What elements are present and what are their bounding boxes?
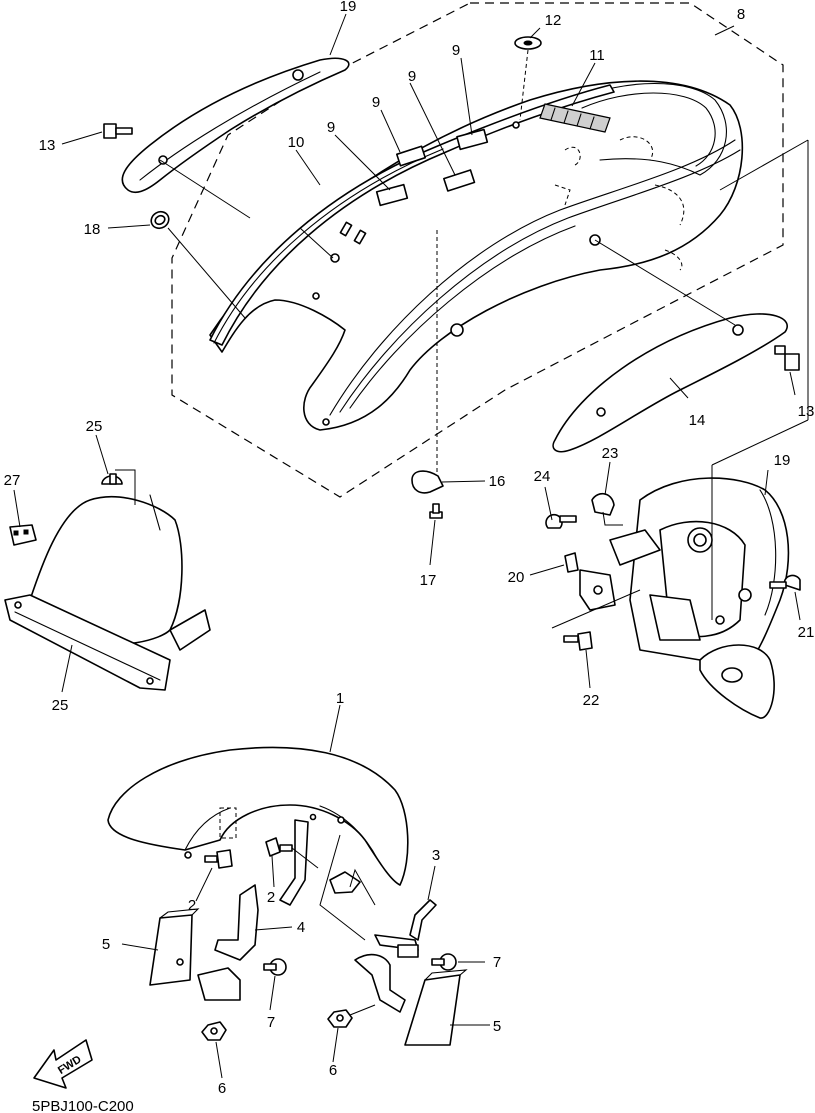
callout-21: 21 <box>798 624 815 641</box>
callout-13-left: 13 <box>39 137 56 154</box>
bolt-21 <box>769 574 801 591</box>
bolt-24 <box>545 513 577 529</box>
reflector-5-left <box>149 908 200 986</box>
callout-26: 25 <box>86 418 103 435</box>
rear-fender <box>209 80 744 431</box>
callout-1: 1 <box>336 690 344 707</box>
callout-labels: 19 12 8 9 11 9 9 9 10 13 18 13 14 25 23 … <box>4 0 815 1113</box>
reflector-5-right <box>404 969 468 1046</box>
decal-9b <box>395 145 427 167</box>
decal-9a <box>375 183 409 207</box>
bracket-20 <box>564 552 616 611</box>
callout-22: 22 <box>583 692 600 709</box>
side-cover-right <box>552 313 788 453</box>
callout-4: 4 <box>297 919 305 936</box>
clamp-27 <box>9 524 37 546</box>
callout-18: 18 <box>84 221 101 238</box>
callout-9d: 9 <box>452 42 460 59</box>
callout-5-left: 5 <box>102 936 110 953</box>
fender-side-strip <box>209 84 615 346</box>
nut-6-right <box>327 1009 353 1028</box>
callout-6-right: 6 <box>329 1062 337 1079</box>
bolt-2-left <box>204 849 233 869</box>
grommet <box>150 210 170 230</box>
bolt-7-left <box>176 958 287 976</box>
callout-11: 11 <box>589 47 605 64</box>
fender-stay-3 <box>374 899 437 958</box>
callout-27: 27 <box>4 472 21 489</box>
callout-23: 23 <box>602 445 619 462</box>
fender-stay-4 <box>197 884 259 1001</box>
bolt-26 <box>101 473 123 485</box>
callout-16: 16 <box>489 473 506 490</box>
grab-rail-left <box>121 57 350 194</box>
callout-10: 10 <box>288 134 305 151</box>
callout-20: 20 <box>508 569 525 586</box>
fwd-arrow: FWD <box>33 1039 93 1089</box>
callout-6-left: 6 <box>218 1080 226 1097</box>
callout-8: 8 <box>737 6 745 23</box>
callout-2-center: 2 <box>267 889 275 906</box>
emblem <box>539 103 611 133</box>
callout-24: 24 <box>534 468 551 485</box>
callout-3: 3 <box>432 847 440 864</box>
callout-9a: 9 <box>327 119 335 136</box>
center-bracket <box>279 819 361 906</box>
decal-9c <box>443 169 476 192</box>
callout-12: 12 <box>545 12 562 29</box>
lower-stay-right <box>354 953 406 1013</box>
front-fender <box>107 746 409 886</box>
bolt-7-right <box>431 953 457 971</box>
bolt-13-right <box>774 345 800 371</box>
callout-25: 25 <box>52 697 69 714</box>
nut-6-left <box>201 1021 227 1041</box>
bolt-13-left <box>103 123 133 139</box>
bolt-2-center <box>265 837 293 857</box>
callout-17: 17 <box>420 572 437 589</box>
leader-lines <box>13 13 801 1079</box>
screw-17 <box>429 503 443 519</box>
rear-inner-cover <box>4 494 211 691</box>
callout-2-left: 2 <box>188 897 196 914</box>
callout-15: 19 <box>340 0 357 15</box>
decal-9d <box>456 128 489 151</box>
callout-9c: 9 <box>408 68 416 85</box>
callout-7-right: 7 <box>493 954 501 971</box>
bolt-22 <box>563 631 593 651</box>
clip-16 <box>411 470 444 494</box>
callout-19: 19 <box>774 452 791 469</box>
rear-fender-group-outline <box>171 2 784 498</box>
callout-5-right: 5 <box>493 1018 501 1035</box>
callout-13-right: 13 <box>798 403 815 420</box>
diagram-code: 5PBJ100-C200 <box>32 1098 134 1113</box>
taillight-assembly <box>609 477 790 719</box>
callout-14: 14 <box>689 412 706 429</box>
clamp-23 <box>591 492 615 516</box>
callout-9b: 9 <box>372 94 380 111</box>
callout-7-left: 7 <box>267 1014 275 1031</box>
